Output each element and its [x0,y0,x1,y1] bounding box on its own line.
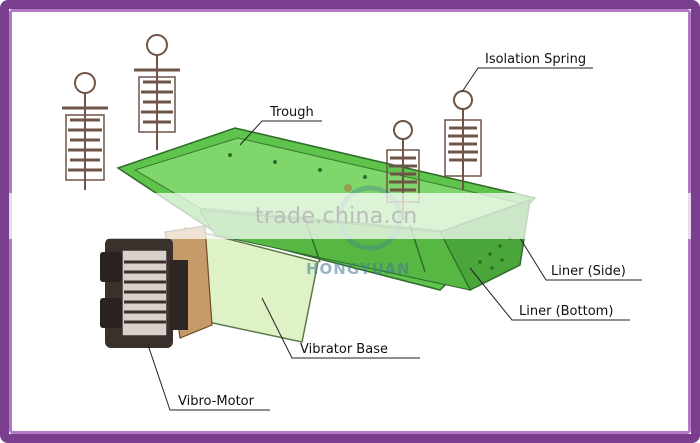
watermark-band [9,193,691,239]
label-isolation-spring: Isolation Spring [485,52,586,67]
label-liner-side: Liner (Side) [551,264,626,279]
watermark-site-text: trade.china.cn [255,204,418,229]
rear-center-spring-assembly [134,34,180,150]
rear-left-spring-assembly [62,72,108,190]
label-vibrator-base: Vibrator Base [300,342,388,357]
label-trough: Trough [269,105,314,120]
label-vibro-motor: Vibro-Motor [178,394,255,409]
label-liner-bottom: Liner (Bottom) [519,304,613,319]
vibro-motor [100,238,188,348]
callout-leaders [147,67,642,411]
front-right-spring-assembly [444,90,482,190]
front-left-spring-assembly [386,120,420,220]
watermark-brand-text: HONGYUAN [306,260,411,278]
